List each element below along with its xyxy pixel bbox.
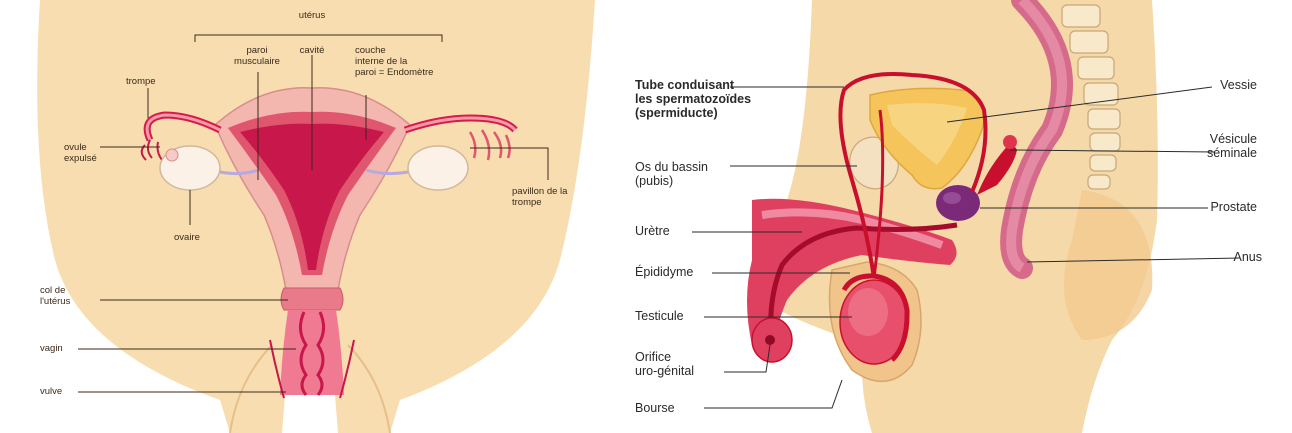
- label-sperm-duct-line1: Tube conduisant les spermatozoïdes (sper…: [635, 78, 795, 120]
- female-anatomy-illustration: [0, 0, 610, 433]
- label-tube: trompe: [126, 76, 186, 87]
- label-urethra: Urètre: [635, 224, 695, 238]
- vagina: [280, 310, 344, 395]
- label-urogenital-orifice: Orifice uro-génital: [635, 350, 725, 378]
- right-ovary: [408, 146, 468, 190]
- label-testicle: Testicule: [635, 309, 715, 323]
- male-diagram: Tube conduisant les spermatozoïdes (sper…: [612, 0, 1292, 433]
- label-scrotum: Bourse: [635, 401, 705, 415]
- label-endometrium: couche interne de la paroi = Endomètre: [355, 45, 475, 78]
- label-pubis: Os du bassin (pubis): [635, 160, 755, 188]
- female-diagram: utérus paroi musculaire cavité couche in…: [0, 0, 610, 433]
- label-anus: Anus: [1212, 250, 1262, 264]
- label-cavity: cavité: [292, 45, 332, 56]
- label-uterus: utérus: [292, 10, 332, 21]
- label-tube-pavilion: pavillon de la trompe: [512, 186, 602, 208]
- expelled-ovum: [166, 149, 178, 161]
- label-muscular-wall: paroi musculaire: [225, 45, 289, 67]
- label-prostate: Prostate: [1172, 200, 1257, 214]
- label-vagina: vagin: [40, 343, 80, 354]
- label-ovary: ovaire: [174, 232, 224, 243]
- label-cervix: col de l'utérus: [40, 285, 100, 307]
- label-epididymis: Épididyme: [635, 265, 715, 279]
- label-bladder: Vessie: [1172, 78, 1257, 92]
- label-seminal-vesicle: Vésicule séminale: [1172, 132, 1257, 160]
- label-expelled-ovum: ovule expulsé: [64, 142, 114, 164]
- label-vulva: vulve: [40, 386, 80, 397]
